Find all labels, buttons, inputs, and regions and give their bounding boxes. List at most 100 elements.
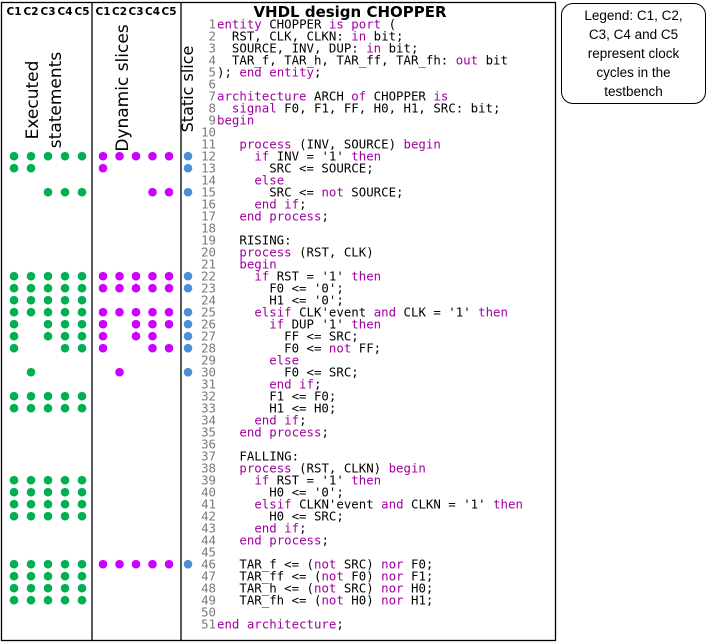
code-keyword: signal <box>232 101 277 116</box>
line-number: 22 <box>201 269 216 284</box>
executed-cycle-header: C3 <box>40 6 55 18</box>
code-line: if RST = '1' then <box>217 269 381 284</box>
dynamic-slice-dot <box>131 283 141 293</box>
code-keyword: process <box>239 461 291 476</box>
executed-dot <box>43 319 53 329</box>
executed-dot <box>60 403 70 413</box>
executed-dot <box>26 511 36 521</box>
code-line: signal F0, F1, FF, H0, H1, SRC: bit; <box>217 101 500 116</box>
code-keyword: end process <box>239 209 321 224</box>
code-line: FF <= SRC; <box>217 329 359 344</box>
code-line: end if; <box>217 413 307 428</box>
dynamic-slice-dot <box>164 151 174 161</box>
executed-dot <box>43 295 53 305</box>
executed-dot <box>60 271 70 281</box>
code-text: H1; <box>404 593 434 608</box>
legend-line: cycles in the <box>596 65 671 80</box>
code-line: SOURCE, INV, DUP: in bit; <box>217 41 418 56</box>
executed-dot <box>9 307 19 317</box>
code-keyword: architecture <box>217 89 307 104</box>
code-text: F0, F1, FF, H0, H1, SRC: bit; <box>277 101 501 116</box>
dynamic-slice-dot <box>131 271 141 281</box>
executed-dot <box>9 595 19 605</box>
executed-dot <box>77 319 87 329</box>
code-text: TAR_fh <= ( <box>217 593 321 608</box>
line-number: 15 <box>201 185 216 200</box>
executed-dot <box>60 559 70 569</box>
code-keyword: process <box>239 137 291 152</box>
dynamic-slice-dot <box>131 151 141 161</box>
code-keyword: and <box>374 305 396 320</box>
code-text: CLK'event <box>292 305 374 320</box>
code-keyword: end process <box>239 533 321 548</box>
executed-dot <box>60 331 70 341</box>
executed-dot <box>60 151 70 161</box>
dynamic-slice-dot <box>148 343 157 353</box>
line-number: 17 <box>201 209 216 224</box>
dynamic-slice-dot <box>115 283 124 293</box>
code-keyword: entity <box>217 17 262 32</box>
executed-dot <box>60 475 70 485</box>
code-keyword: else <box>254 173 284 188</box>
code-keyword: end process <box>239 425 321 440</box>
code-keyword: not <box>314 557 336 572</box>
code-text: H1 <= '0'; <box>217 293 344 308</box>
static-slice-dot <box>183 283 193 293</box>
dynamic-slice-dots <box>98 151 174 569</box>
line-number: 27 <box>201 329 216 344</box>
code-line: if DUP '1' then <box>217 317 381 332</box>
code-line: end process; <box>217 209 329 224</box>
code-line: end process; <box>217 425 329 440</box>
code-text: H0) <box>344 593 381 608</box>
code-line: elsif CLK'event and CLK = '1' then <box>217 305 508 320</box>
code-text: ARCH <box>307 89 352 104</box>
code-text: H0 <= '0'; <box>217 485 344 500</box>
code-text: bit; <box>366 29 403 44</box>
dynamic-slice-dot <box>131 331 141 341</box>
dynamic-cycle-header: C3 <box>128 6 143 18</box>
code-keyword: process <box>239 245 291 260</box>
executed-dot <box>9 163 19 173</box>
dynamic-slice-dot <box>98 307 108 317</box>
code-keyword: begin <box>389 461 426 476</box>
code-text: F0 <= SRC; <box>217 365 359 380</box>
dynamic-slice-dot <box>98 283 108 293</box>
executed-dot <box>43 307 53 317</box>
code-line: RISING: <box>217 233 292 248</box>
line-number: 37 <box>201 449 216 464</box>
executed-dot <box>77 559 87 569</box>
code-text: INV = '1' <box>269 149 351 164</box>
code-line: process (RST, CLKN) begin <box>217 461 426 476</box>
dynamic-cycle-header: C4 <box>145 6 160 18</box>
dynamic-slice-dot <box>164 343 174 353</box>
dynamic-slice-dot <box>98 271 108 281</box>
executed-dot <box>26 595 36 605</box>
executed-dot <box>60 487 70 497</box>
line-number: 10 <box>201 125 216 140</box>
executed-dot <box>43 571 53 581</box>
executed-dot <box>43 595 53 605</box>
executed-dot <box>60 571 70 581</box>
executed-dot <box>60 187 70 197</box>
code-keyword: in <box>351 29 366 44</box>
executed-dot <box>77 511 87 521</box>
code-text: (RST, CLK) <box>292 245 374 260</box>
code-text: ; <box>299 521 306 536</box>
static-slice-dot <box>183 367 193 377</box>
dynamic-slice-dot <box>131 307 141 317</box>
code-line: if INV = '1' then <box>217 149 381 164</box>
code-text: bit <box>478 53 508 68</box>
code-text: CHOPPER <box>262 17 329 32</box>
line-number: 1 <box>209 17 216 32</box>
code-line: if RST = '1' then <box>217 473 381 488</box>
code-text: H0 <= SRC; <box>217 509 344 524</box>
code-line: elsif CLKN'event and CLKN = '1' then <box>217 497 523 512</box>
executed-dot <box>26 487 36 497</box>
legend-line: represent clock <box>587 46 680 61</box>
code-line: end if; <box>217 197 307 212</box>
code-text: RISING: <box>217 233 292 248</box>
line-number: 18 <box>201 221 216 236</box>
code-keyword: not <box>321 185 343 200</box>
